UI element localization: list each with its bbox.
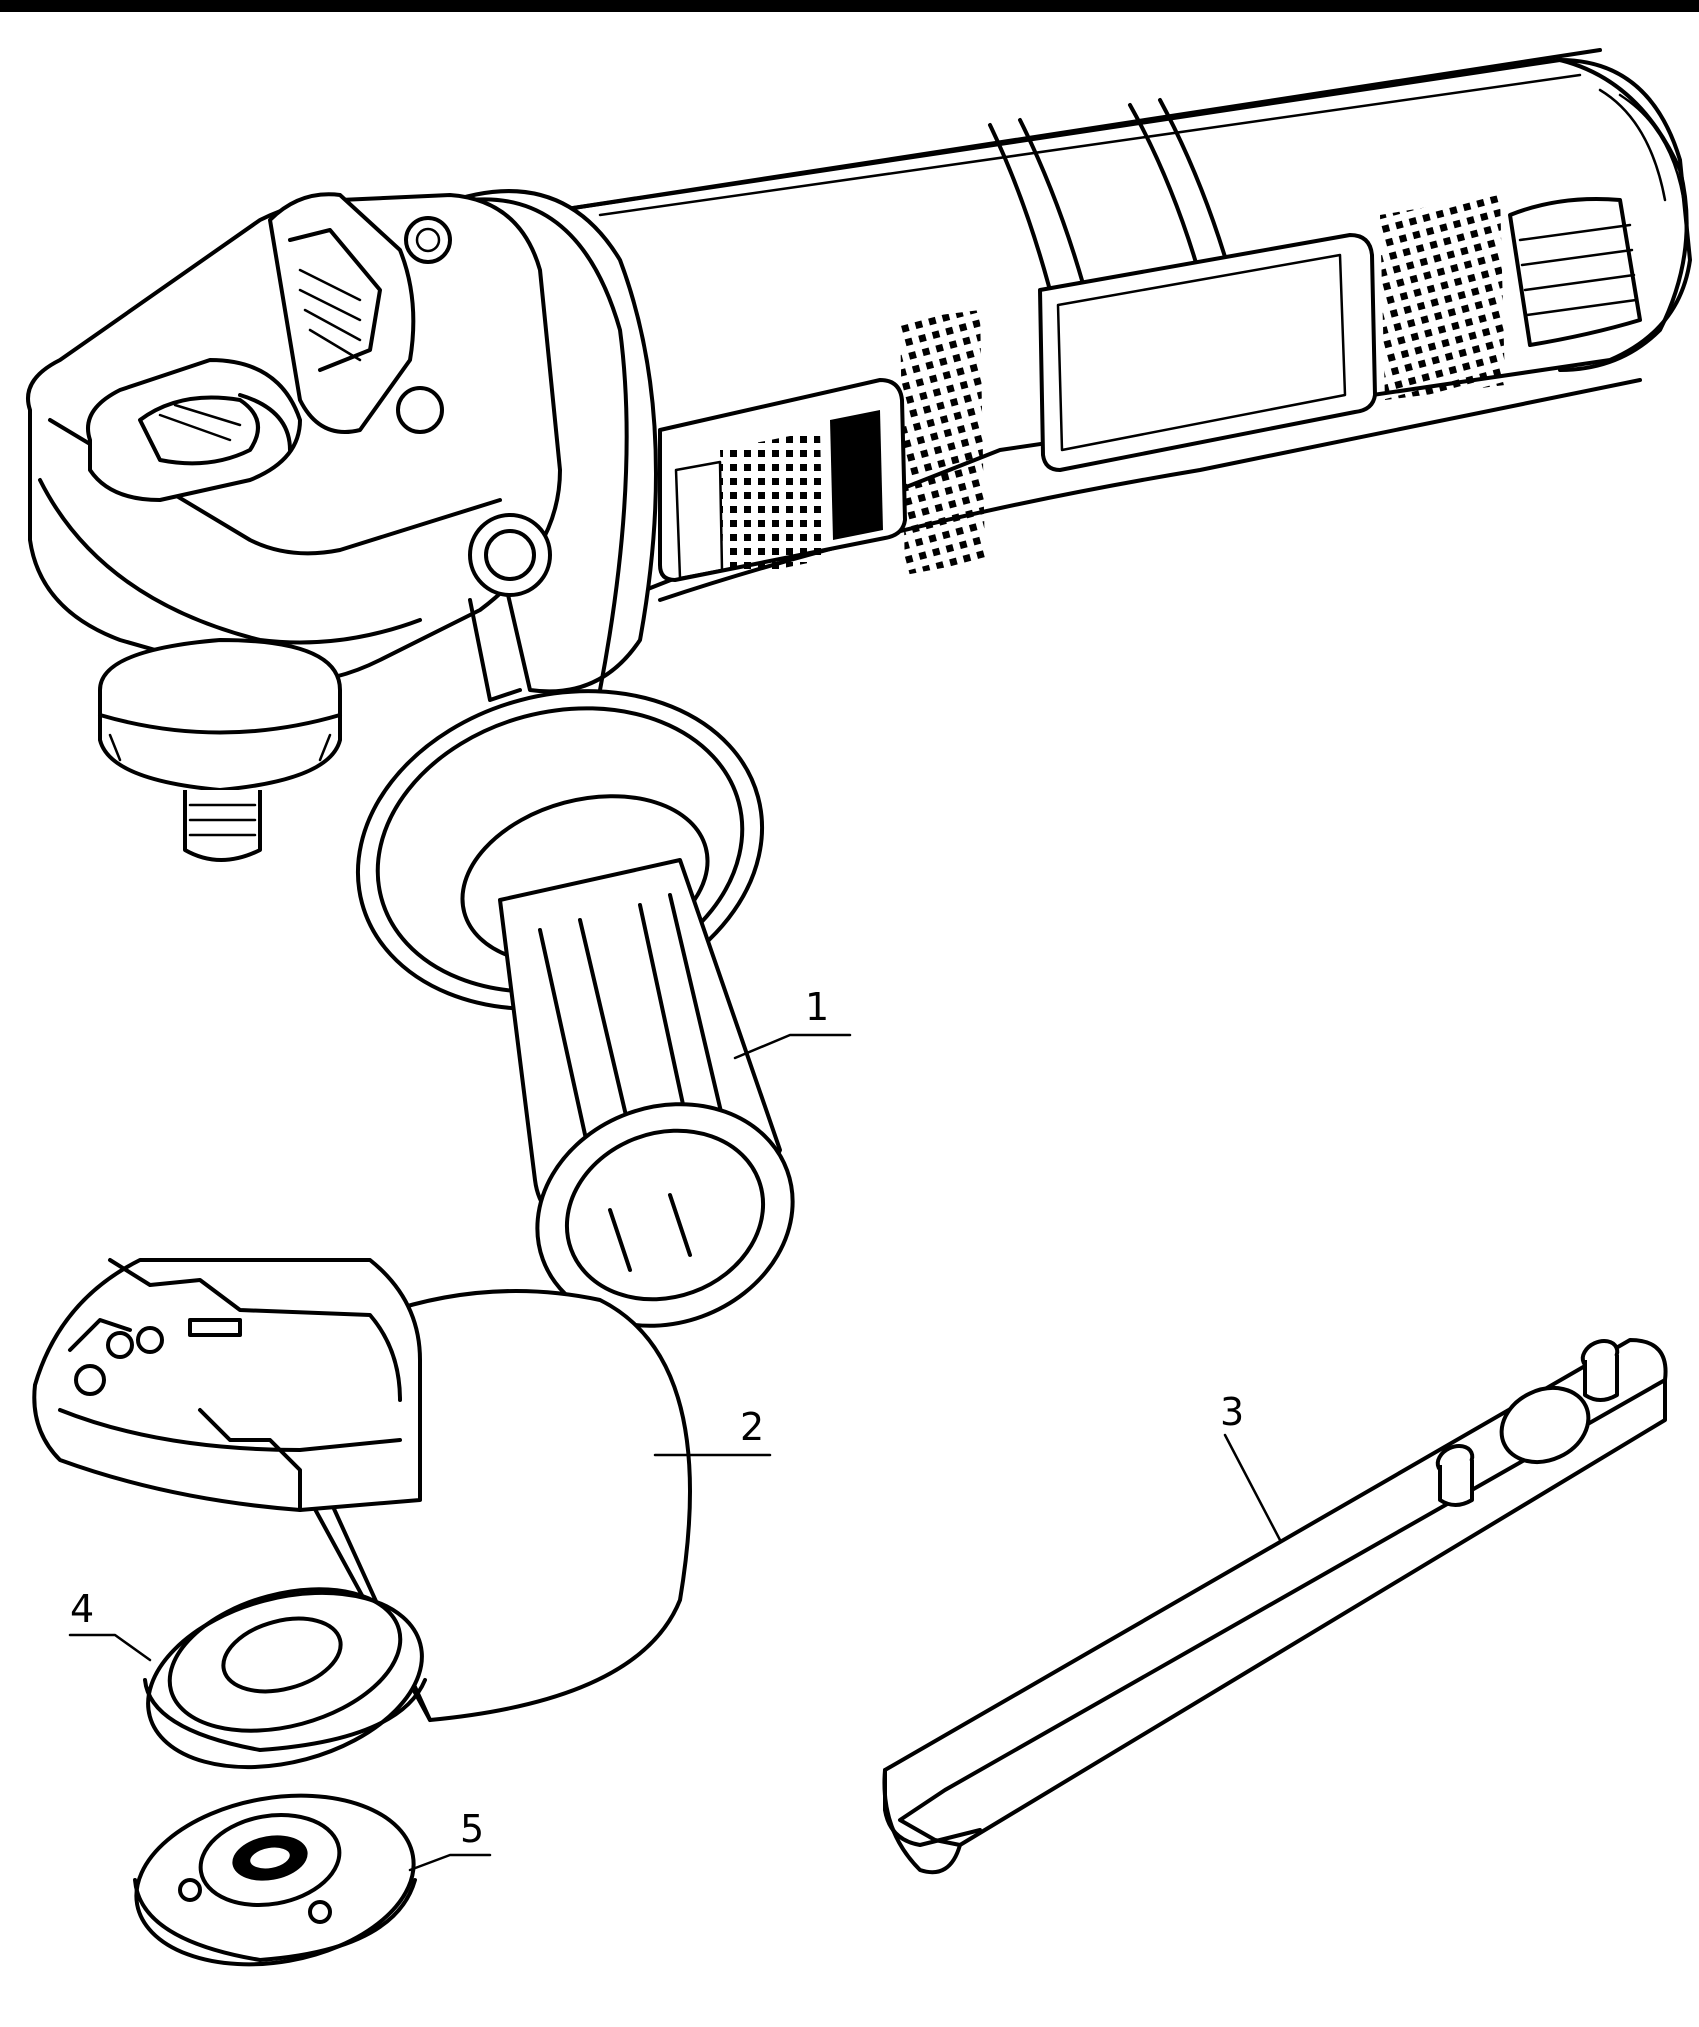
rear-vent-cap [1508, 197, 1642, 347]
side-handle-icon [355, 689, 795, 1328]
front-vent-dots [900, 310, 985, 575]
outer-flange-nut-icon [133, 1793, 417, 1967]
wheel-guard-icon [32, 1258, 692, 1722]
spanner-hole [1499, 1386, 1591, 1464]
handle-port [468, 513, 552, 597]
leader-3 [1223, 1433, 1282, 1542]
leader-1 [733, 1033, 852, 1060]
leader-5 [408, 1853, 492, 1872]
spindle-shaft [183, 790, 262, 862]
spindle-lock [86, 358, 302, 502]
callout-1: 1 [805, 985, 829, 1029]
callout-5: 5 [460, 1807, 484, 1851]
callout-3: 3 [1220, 1390, 1244, 1434]
spindle-collar [98, 638, 342, 792]
rear-vent-dots [1380, 195, 1505, 400]
inner-flange-icon [143, 1587, 427, 1770]
callout-4: 4 [70, 1587, 94, 1631]
callout-labels: 1 2 3 4 5 [70, 985, 1244, 1851]
callout-2: 2 [740, 1405, 764, 1449]
callout-leaders [68, 1033, 1282, 1872]
leader-4 [68, 1633, 152, 1662]
angle-grinder-icon [26, 48, 1692, 862]
top-border-bar [0, 0, 1699, 12]
pin-spanner-icon [882, 1338, 1668, 1875]
